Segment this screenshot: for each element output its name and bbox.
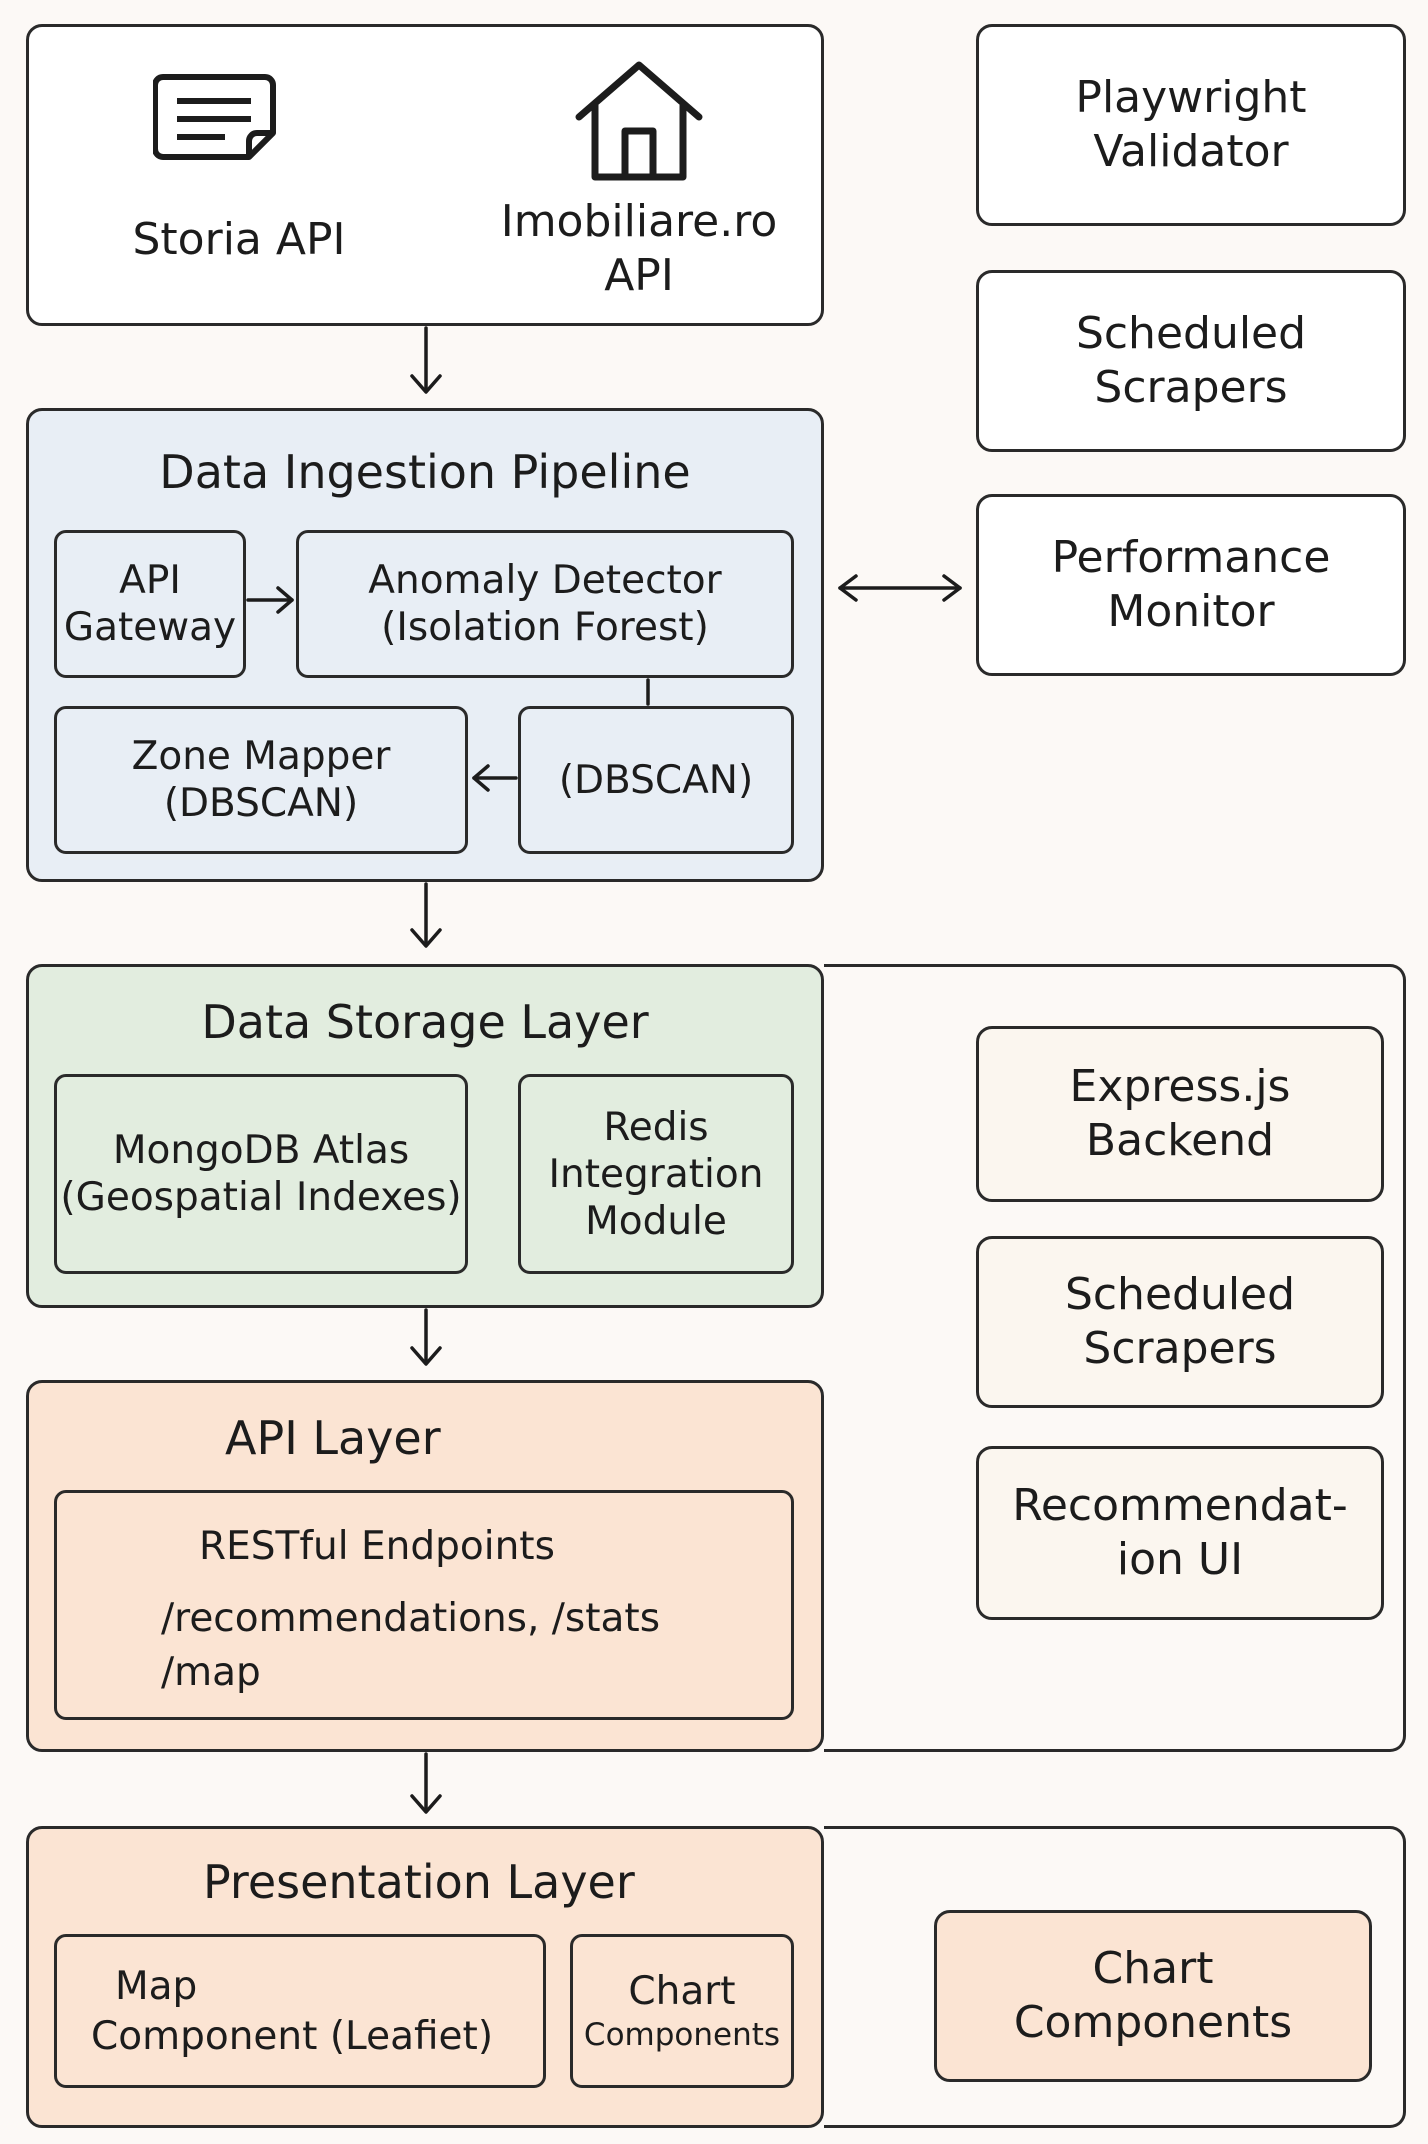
arrow-storage-to-api	[410, 1308, 442, 1366]
house-icon	[575, 61, 703, 181]
playwright-validator-box: Playwright Validator	[976, 24, 1406, 226]
map-component-line1: Map	[115, 1964, 198, 2009]
data-sources-box: Storia API Imobiliare.ro API	[26, 24, 824, 326]
recommendation-ui-box: Recommendat- ion UI	[976, 1446, 1384, 1620]
scheduled-scrapers-mid-box: Scheduled Scrapers	[976, 1236, 1384, 1408]
scheduled-scrapers-top-box: Scheduled Scrapers	[976, 270, 1406, 452]
zone-mapper-box: Zone Mapper (DBSCAN)	[54, 706, 468, 854]
api-layer-title: API Layer	[225, 1411, 441, 1465]
imobiliare-api-label: Imobiliare.ro API	[500, 196, 778, 301]
endpoints-list-line1: /recommendations, /stats	[161, 1596, 661, 1641]
arrow-api-to-presentation	[410, 1752, 442, 1814]
presentation-right-group	[824, 1826, 1406, 2128]
map-component-line2: Component (Leafiet)	[91, 2014, 494, 2059]
api-gateway-box: API Gateway	[54, 530, 246, 678]
chart-components-right-box: Chart Components	[934, 1910, 1372, 2082]
mongodb-atlas-box: MongoDB Atlas (Geospatial Indexes)	[54, 1074, 468, 1274]
chart-components-small-box: Chart Components	[570, 1934, 794, 2088]
storia-api-label: Storia API	[132, 214, 346, 265]
dbscan-box: (DBSCAN)	[518, 706, 794, 854]
arrow-sources-to-ingestion	[410, 326, 442, 394]
performance-monitor-box: Performance Monitor	[976, 494, 1406, 676]
document-icon	[153, 74, 276, 160]
backend-services-group	[824, 964, 1406, 1752]
anomaly-detector-box: Anomaly Detector (Isolation Forest)	[296, 530, 794, 678]
map-component-box: Map Component (Leafiet)	[54, 1934, 546, 2088]
arrow-ingestion-monitor-bidirectional	[838, 574, 962, 602]
endpoints-list-line2: /map	[161, 1650, 261, 1695]
restful-endpoints-box: RESTful Endpoints /recommendations, /sta…	[54, 1490, 794, 1720]
storage-title: Data Storage Layer	[201, 995, 649, 1049]
express-backend-box: Express.js Backend	[976, 1026, 1384, 1202]
restful-endpoints-title: RESTful Endpoints	[199, 1524, 555, 1569]
arrow-ingestion-to-storage	[410, 882, 442, 948]
presentation-layer-title: Presentation Layer	[203, 1855, 635, 1909]
redis-module-box: Redis Integration Module	[518, 1074, 794, 1274]
ingestion-title: Data Ingestion Pipeline	[159, 445, 691, 499]
